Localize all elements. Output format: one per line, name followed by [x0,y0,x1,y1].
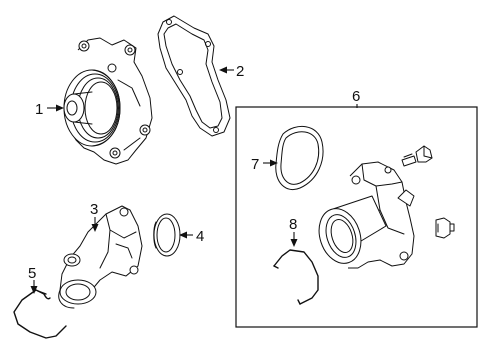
callout-6: 6 [352,88,360,105]
water-outlet-assembly [318,161,415,269]
callout-8: 8 [289,216,297,233]
callout-3: 3 [90,201,98,218]
callout-4: 4 [196,228,204,245]
seal-ring [153,213,181,257]
sensor-connector [435,217,455,239]
callout-5: 5 [28,265,36,282]
bolt [401,145,433,167]
wire-clip [273,249,319,305]
callout-2: 2 [236,63,244,80]
callout-7: 7 [251,156,259,173]
thermostat-housing [58,205,143,309]
leader-lines [30,66,358,294]
pump-gasket [157,15,231,137]
o-ring [275,126,324,190]
water-pump [63,37,153,165]
callout-1: 1 [35,101,43,118]
retaining-clip [13,289,67,339]
